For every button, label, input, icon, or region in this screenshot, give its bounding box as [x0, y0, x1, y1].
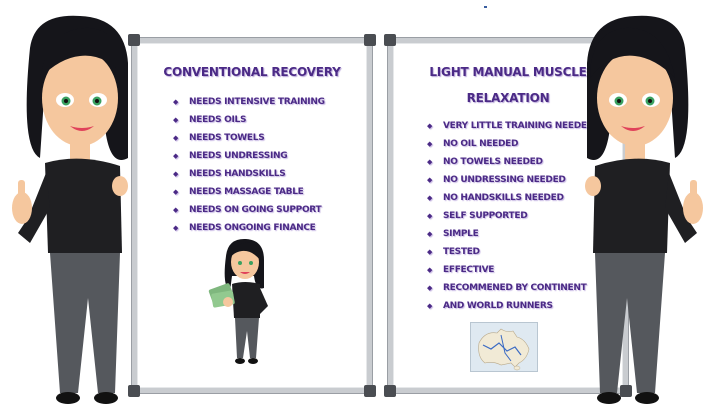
board-corner: [620, 385, 632, 397]
conventional-list: NEEDS INTENSIVE TRAINING NEEDS OILS NEED…: [137, 93, 367, 237]
list-item: NEEDS TOWELS: [137, 129, 367, 147]
list-item: NO UNDRESSING NEEDED: [393, 171, 623, 189]
list-item: NEEDS OILS: [137, 111, 367, 129]
woman-left-illustration: [12, 15, 129, 404]
board-corner: [384, 385, 396, 397]
decorative-dot: [484, 6, 487, 8]
woman-right-illustration: [585, 15, 703, 404]
list-item: SIMPLE: [393, 225, 623, 243]
board-corner: [128, 385, 140, 397]
board-title-right: LIGHT MANUAL MUSCLE RELAXATION: [393, 61, 623, 109]
board-corner: [364, 34, 376, 46]
list-item-continuation: AND WORLD RUNNERS: [393, 297, 623, 315]
list-item: TESTED: [393, 243, 623, 261]
list-item: SELF SUPPORTED: [393, 207, 623, 225]
board-corner: [384, 34, 396, 46]
board-title-line2: RELAXATION: [466, 91, 550, 105]
australia-map-icon: [470, 322, 538, 372]
list-item: NEEDS INTENSIVE TRAINING: [137, 93, 367, 111]
list-item: NEEDS MASSAGE TABLE: [137, 183, 367, 201]
relaxation-list: VERY LITTLE TRAINING NEEDED NO OIL NEEDE…: [393, 117, 623, 315]
board-title-line1: LIGHT MANUAL MUSCLE: [429, 65, 587, 79]
list-item: NEEDS HANDSKILLS: [137, 165, 367, 183]
list-item: VERY LITTLE TRAINING NEEDED: [393, 117, 623, 135]
list-item: NO OIL NEEDED: [393, 135, 623, 153]
list-item: NEEDS UNDRESSING: [137, 147, 367, 165]
list-item: NEEDS ONGOING FINANCE: [137, 219, 367, 237]
board-corner: [364, 385, 376, 397]
list-item: EFFECTIVE: [393, 261, 623, 279]
list-item: NO TOWELS NEEDED: [393, 153, 623, 171]
board-corner: [128, 34, 140, 46]
list-item: NO HANDSKILLS NEEDED: [393, 189, 623, 207]
list-item: NEEDS ON GOING SUPPORT: [137, 201, 367, 219]
list-item: RECOMMENED BY CONTINENT: [393, 279, 623, 297]
woman-money-illustration: [208, 238, 268, 364]
board-title-left: CONVENTIONAL RECOVERY: [163, 65, 341, 79]
